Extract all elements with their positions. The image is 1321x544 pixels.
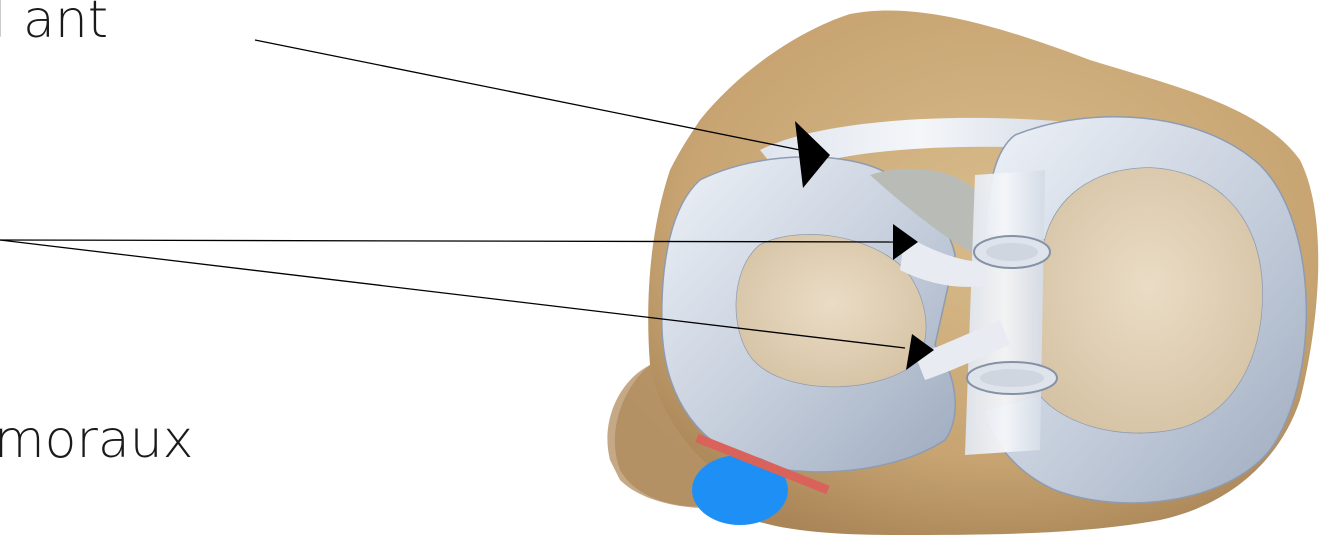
lateral-cartilage <box>1035 168 1263 433</box>
posterior-horn-ring-inner <box>980 369 1044 387</box>
ligament-band-center <box>965 170 1045 455</box>
anterior-horn-ring-inner <box>986 243 1038 261</box>
arrow-line-top <box>255 40 800 150</box>
